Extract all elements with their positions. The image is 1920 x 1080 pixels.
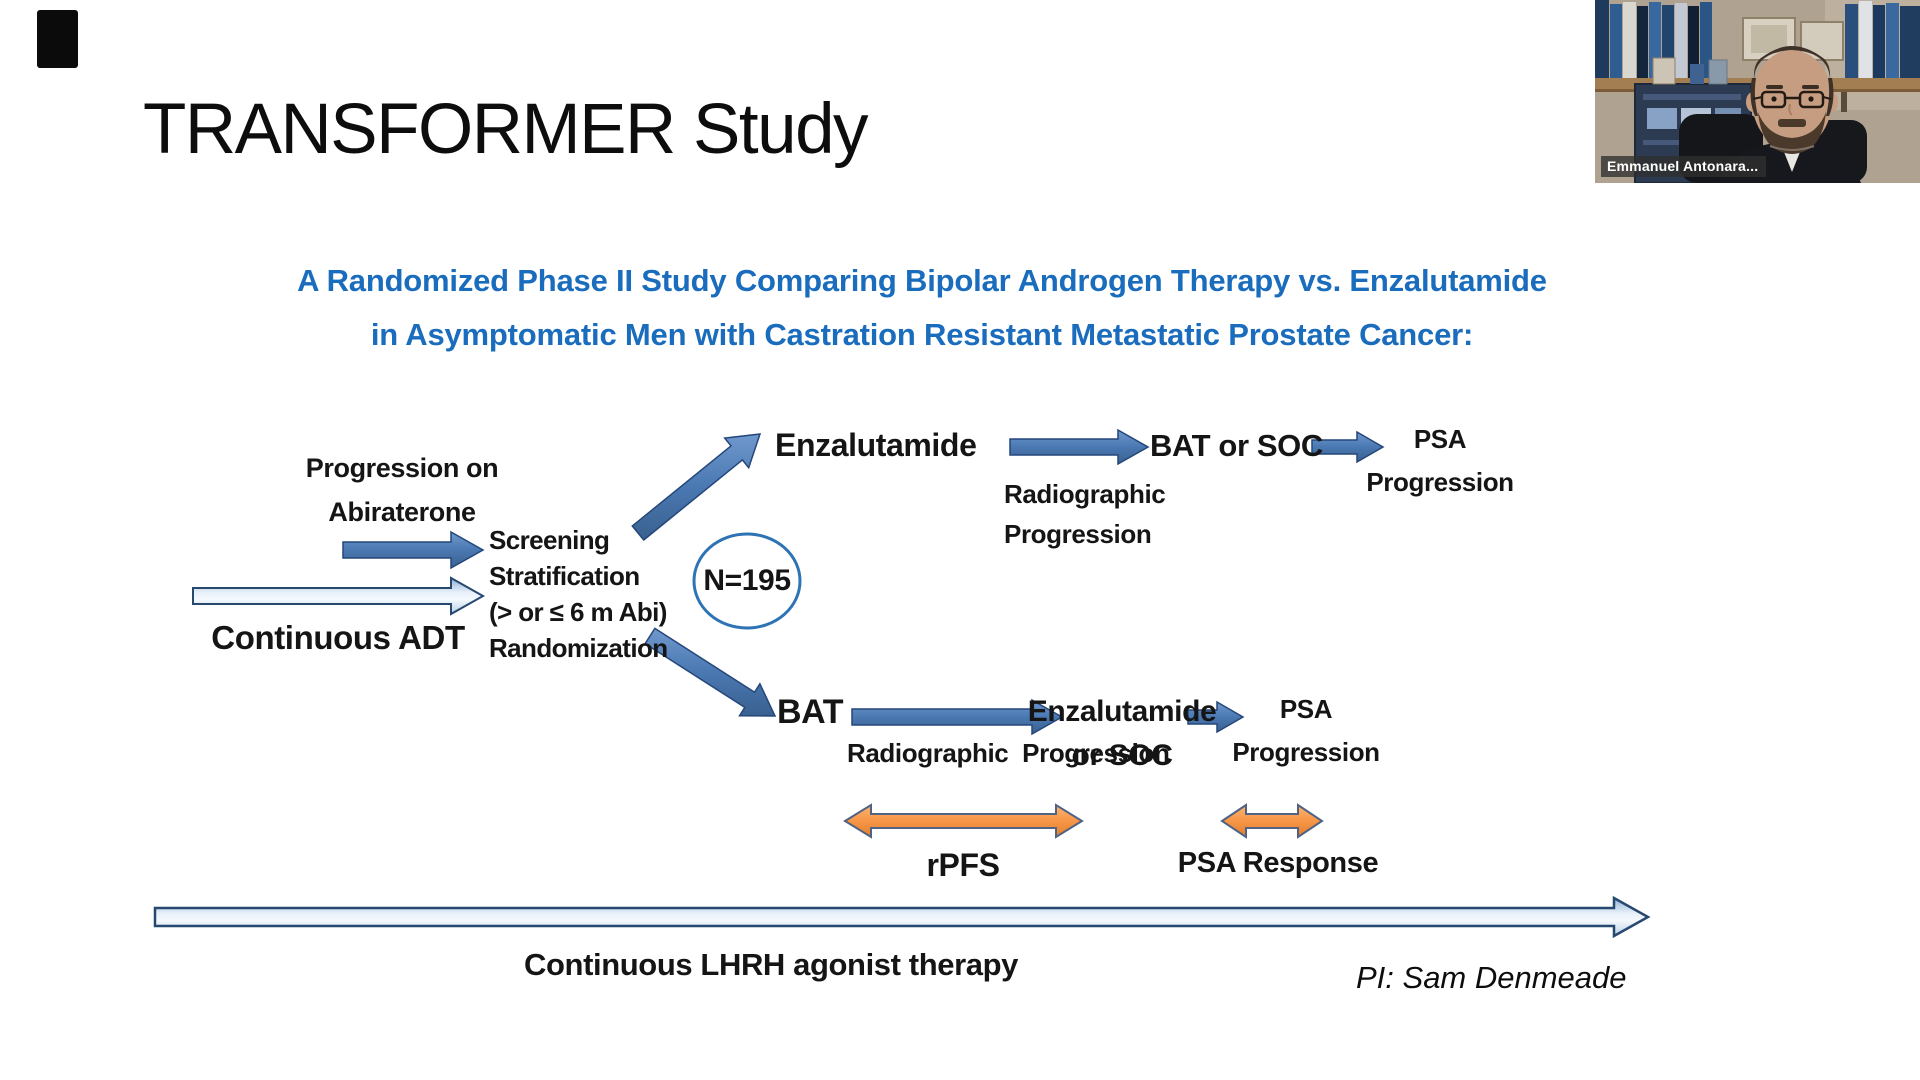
arrow-lhrh-timeline bbox=[153, 895, 1651, 939]
arrow-continuous-adt bbox=[192, 576, 486, 616]
arrow-psa-response-span bbox=[1220, 803, 1324, 839]
glasses bbox=[1752, 90, 1832, 109]
enzalutamide-or-soc-label: Enzalutamide or SOC bbox=[1027, 695, 1217, 772]
participant-video-graphic bbox=[1595, 0, 1920, 183]
webcam-video-tile[interactable]: Emmanuel Antonara... bbox=[1595, 0, 1920, 183]
bat-arm-label: BAT bbox=[777, 693, 844, 731]
screening-stratification-label: Screening Stratification (> or ≤ 6 m Abi… bbox=[489, 525, 668, 663]
slide-subtitle: A Randomized Phase II Study Comparing Bi… bbox=[0, 254, 1844, 362]
subtitle-line-1: A Randomized Phase II Study Comparing Bi… bbox=[297, 263, 1547, 298]
arrow-rpfs-span bbox=[843, 803, 1084, 839]
radiographic-progression-top-label: Radiographic Progression bbox=[1004, 479, 1166, 549]
participant-avatar bbox=[1719, 46, 1861, 183]
continuous-adt-label: Continuous ADT bbox=[211, 619, 465, 656]
cabinet-items bbox=[1652, 57, 1728, 85]
radiographic-progression-bottom-label: Radiographic Progression bbox=[847, 738, 1170, 768]
n195-label: N=195 bbox=[703, 564, 791, 597]
psa-progression-top-label: PSA Progression bbox=[1366, 424, 1514, 497]
arrow-enza-to-batsoc bbox=[1009, 428, 1150, 466]
rpfs-endpoint-label: rPFS bbox=[926, 847, 1000, 883]
subtitle-line-2: in Asymptomatic Men with Castration Resi… bbox=[370, 317, 1474, 352]
page-title: TRANSFORMER Study bbox=[143, 90, 869, 169]
corner-overlay-box bbox=[37, 10, 78, 68]
participant-name-label: Emmanuel Antonara... bbox=[1601, 156, 1767, 177]
psa-response-endpoint-label: PSA Response bbox=[1177, 847, 1379, 879]
progression-on-abiraterone-label: Progression on Abiraterone bbox=[305, 453, 499, 527]
bat-or-soc-label: BAT or SOC bbox=[1150, 428, 1323, 463]
arrow-progression bbox=[342, 530, 485, 570]
continuous-lhrh-label: Continuous LHRH agonist therapy bbox=[524, 947, 1018, 982]
enzalutamide-arm-label: Enzalutamide bbox=[775, 427, 977, 463]
principal-investigator-label: PI: Sam Denmeade bbox=[1356, 960, 1627, 995]
psa-progression-bottom-label: PSA Progression bbox=[1232, 694, 1380, 767]
